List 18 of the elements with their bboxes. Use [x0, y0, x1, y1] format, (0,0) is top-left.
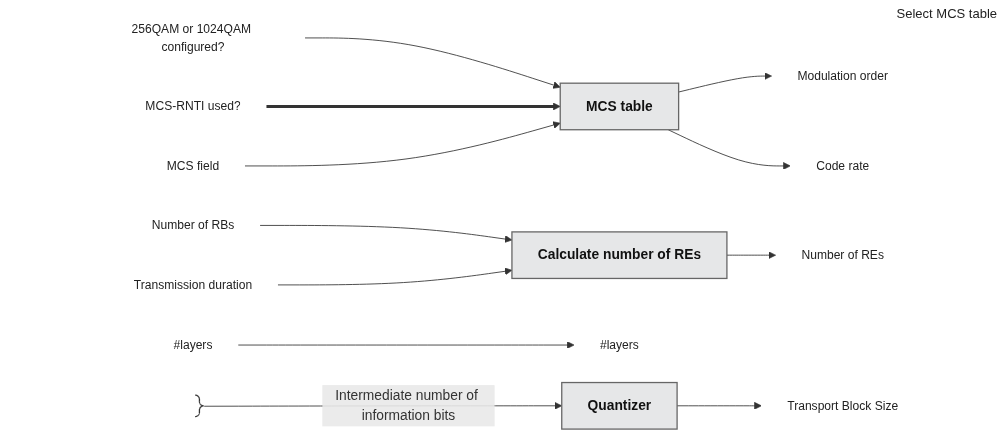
arrow — [266, 102, 561, 111]
node-text: Code rate — [816, 158, 870, 173]
node-text: #layers — [600, 337, 639, 352]
node-box: MCS table — [559, 82, 680, 131]
note-text: Select MCS table — [896, 6, 997, 21]
node-box: Quantizer — [561, 381, 678, 430]
node-text: Number of REs — [801, 247, 884, 262]
node-text: #layers — [173, 337, 213, 352]
node-text: Modulation order — [797, 68, 889, 83]
node-text: 256QAM or 1024QAM configured? — [131, 21, 252, 54]
node-bar — [194, 394, 205, 418]
node-text: Transmission duration — [133, 277, 253, 292]
node-text: MCS field — [166, 158, 220, 173]
node-text: Number of RBs — [151, 218, 235, 232]
node-text: MCS-RNTI used? — [145, 99, 241, 113]
node-box: Calculate number of REs — [511, 231, 728, 280]
edge-label: Intermediate number of information bits — [335, 387, 478, 424]
node-text: Transport Block Size — [787, 398, 899, 413]
